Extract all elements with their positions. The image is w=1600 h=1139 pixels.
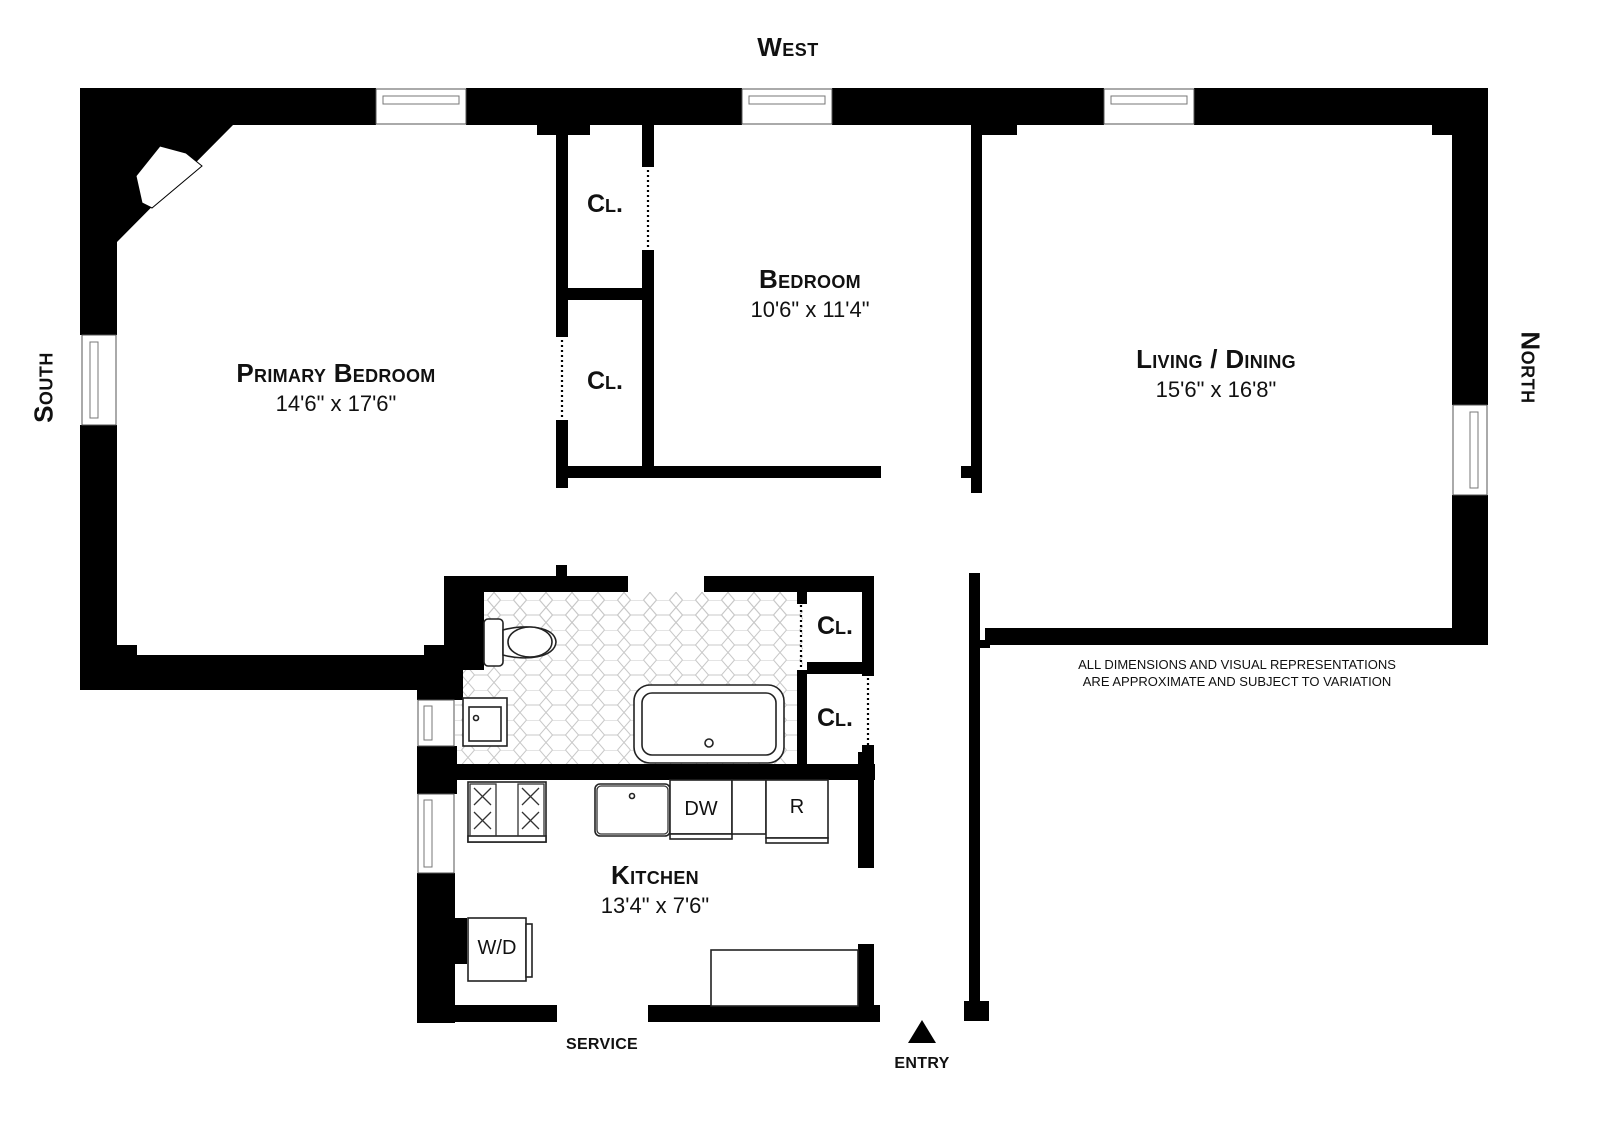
refrigerator-icon (765, 779, 829, 844)
toilet-icon (483, 618, 557, 667)
room-living-dining: Living / Dining 15'6" x 16'8" (1086, 344, 1346, 403)
room-name: Living / Dining (1136, 344, 1296, 374)
room-dimensions: 15'6" x 16'8" (1155, 377, 1277, 402)
closet-label: Cl. (587, 190, 623, 218)
room-name: Kitchen (611, 860, 699, 890)
disclaimer: ALL DIMENSIONS AND VISUAL REPRESENTATION… (1040, 656, 1434, 690)
room-dimensions: 13'4" x 7'6" (600, 893, 710, 918)
windows (81, 88, 1488, 874)
service-entrance-label: SERVICE (565, 1036, 639, 1053)
kitchen-cabinet (710, 949, 859, 1007)
closet-label: Cl. (587, 367, 623, 395)
room-name: Primary Bedroom (236, 358, 436, 388)
dishwasher-label: DW (684, 798, 718, 820)
kitchen-sink-icon (594, 783, 671, 837)
stove-icon (467, 781, 547, 843)
washer-dryer-icon (467, 917, 533, 982)
compass-west: West (757, 32, 819, 62)
disclaimer-line-2: ARE APPROXIMATE AND SUBJECT TO VARIATION (1082, 674, 1392, 689)
room-dimensions: 14'6" x 17'6" (275, 391, 397, 416)
entry-label: ENTRY (894, 1055, 950, 1072)
disclaimer-line-1: ALL DIMENSIONS AND VISUAL REPRESENTATION… (1078, 657, 1396, 672)
refrigerator-label: R (789, 796, 805, 818)
bathtub-icon (633, 684, 785, 764)
compass-north: North (1515, 331, 1546, 404)
room-primary-bedroom: Primary Bedroom 14'6" x 17'6" (186, 358, 486, 417)
closet-label: Cl. (817, 704, 853, 732)
compass-south: South (28, 352, 59, 423)
walls (80, 88, 1488, 1023)
counter (731, 779, 767, 835)
closet-label: Cl. (817, 612, 853, 640)
entry-arrow-icon (908, 1020, 936, 1043)
room-kitchen: Kitchen 13'4" x 7'6" (555, 860, 755, 919)
room-name: Bedroom (759, 264, 861, 294)
room-bedroom: Bedroom 10'6" x 11'4" (700, 264, 920, 323)
fireplace-icon (135, 145, 203, 209)
room-dimensions: 10'6" x 11'4" (750, 297, 870, 322)
washer-dryer-label: W/D (477, 937, 517, 959)
bathroom-sink-icon (462, 697, 508, 747)
